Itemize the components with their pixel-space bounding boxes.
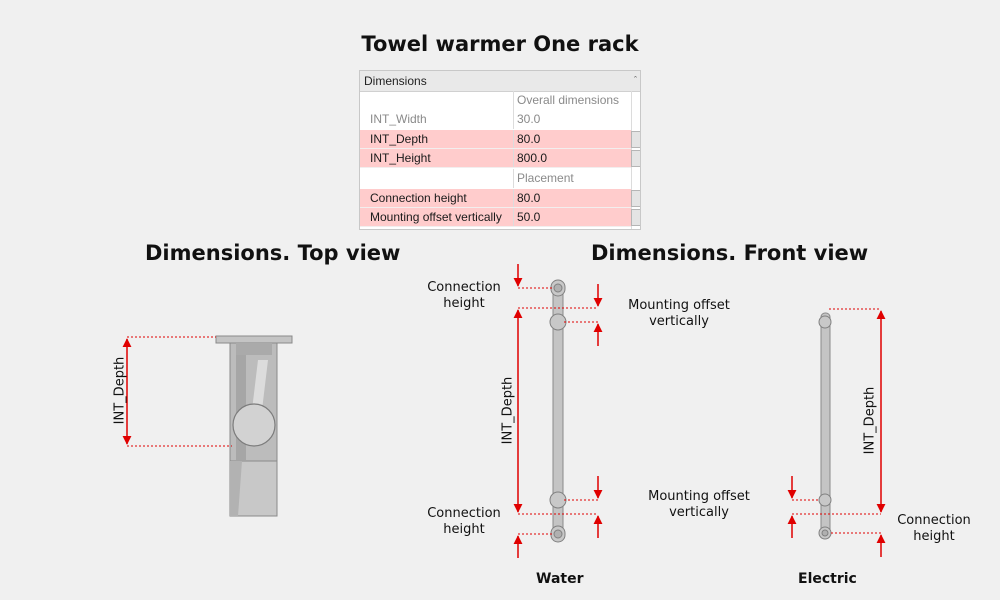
connector-port [553, 529, 563, 539]
group-label: Overall dimensions [517, 93, 620, 107]
property-row-mounting-offset[interactable]: Mounting offset vertically 50.0 [360, 208, 631, 227]
bracket-highlight [252, 360, 268, 410]
property-row-connection-height[interactable]: Connection height 80.0 [360, 189, 631, 208]
electric-depth-label: INT_Depth [862, 386, 878, 455]
section-title: Dimensions [364, 74, 427, 88]
property-label: INT_Depth [360, 130, 514, 149]
electric-connection-height-label: Connection height [897, 513, 971, 544]
wall-plate [215, 335, 293, 344]
property-row-group-overall: Overall dimensions [360, 91, 631, 110]
front-view-title: Dimensions. Front view [591, 241, 869, 265]
property-value[interactable]: 80.0 [514, 189, 631, 208]
electric-towel-warmer [787, 308, 886, 557]
property-label [360, 91, 514, 110]
bracket-clamp [236, 343, 272, 355]
rail-cross-section [232, 403, 276, 447]
water-connection-height-bottom-label: Connection height [427, 506, 501, 537]
dimensions-section-header[interactable]: Dimensions ˆ [360, 71, 640, 92]
property-value[interactable]: 80.0 [514, 130, 631, 149]
lower-mount-shadow [230, 461, 242, 516]
property-label [360, 169, 514, 188]
water-caption: Water [536, 571, 584, 587]
property-row-int-height[interactable]: INT_Height 800.0 [360, 149, 631, 168]
associate-parameter-button[interactable] [631, 131, 640, 148]
connector-port [821, 529, 829, 537]
property-value[interactable]: 50.0 [514, 208, 631, 227]
water-dimension-lines [513, 264, 603, 558]
property-label: Mounting offset vertically [360, 208, 514, 227]
water-connection-height-top-label: Connection height [427, 280, 501, 311]
top-view-depth-label: INT_Depth [112, 356, 128, 425]
property-value[interactable]: 30.0 [517, 112, 541, 126]
top-view-title: Dimensions. Top view [145, 241, 401, 265]
associate-parameter-button[interactable] [631, 150, 640, 167]
mount-bracket-bottom [549, 491, 567, 509]
mount-bracket-bottom [818, 493, 832, 507]
associate-parameter-button[interactable] [631, 190, 640, 207]
mount-bracket-top [549, 313, 567, 331]
properties-panel: Dimensions ˆ Overall dimensions INT_Widt… [359, 70, 641, 230]
page-title: Towel warmer One rack [361, 32, 639, 56]
collapse-icon[interactable]: ˆ [634, 75, 637, 85]
water-extension-lines [518, 287, 598, 535]
top-view-drawing [122, 335, 293, 517]
property-row-int-depth[interactable]: INT_Depth 80.0 [360, 130, 631, 149]
property-row-group-placement: Placement [360, 169, 631, 188]
property-row-int-width[interactable]: INT_Width 30.0 [360, 110, 631, 129]
property-label: Connection height [360, 189, 514, 208]
water-depth-label: INT_Depth [500, 376, 516, 445]
property-value[interactable]: 800.0 [514, 149, 631, 168]
electric-extension-lines [792, 308, 881, 534]
property-label: INT_Width [360, 110, 514, 129]
connector-port [553, 283, 563, 293]
water-towel-warmer [513, 264, 603, 558]
water-mounting-offset-bottom-label: Mounting offset vertically [648, 489, 750, 520]
mount-bracket-top [818, 315, 832, 329]
electric-dimension-lines [787, 310, 886, 557]
water-mounting-offset-top-label: Mounting offset vertically [628, 298, 730, 329]
group-label: Placement [517, 171, 574, 185]
property-label: INT_Height [360, 149, 514, 168]
electric-caption: Electric [798, 571, 857, 587]
associate-parameter-button[interactable] [631, 209, 640, 226]
